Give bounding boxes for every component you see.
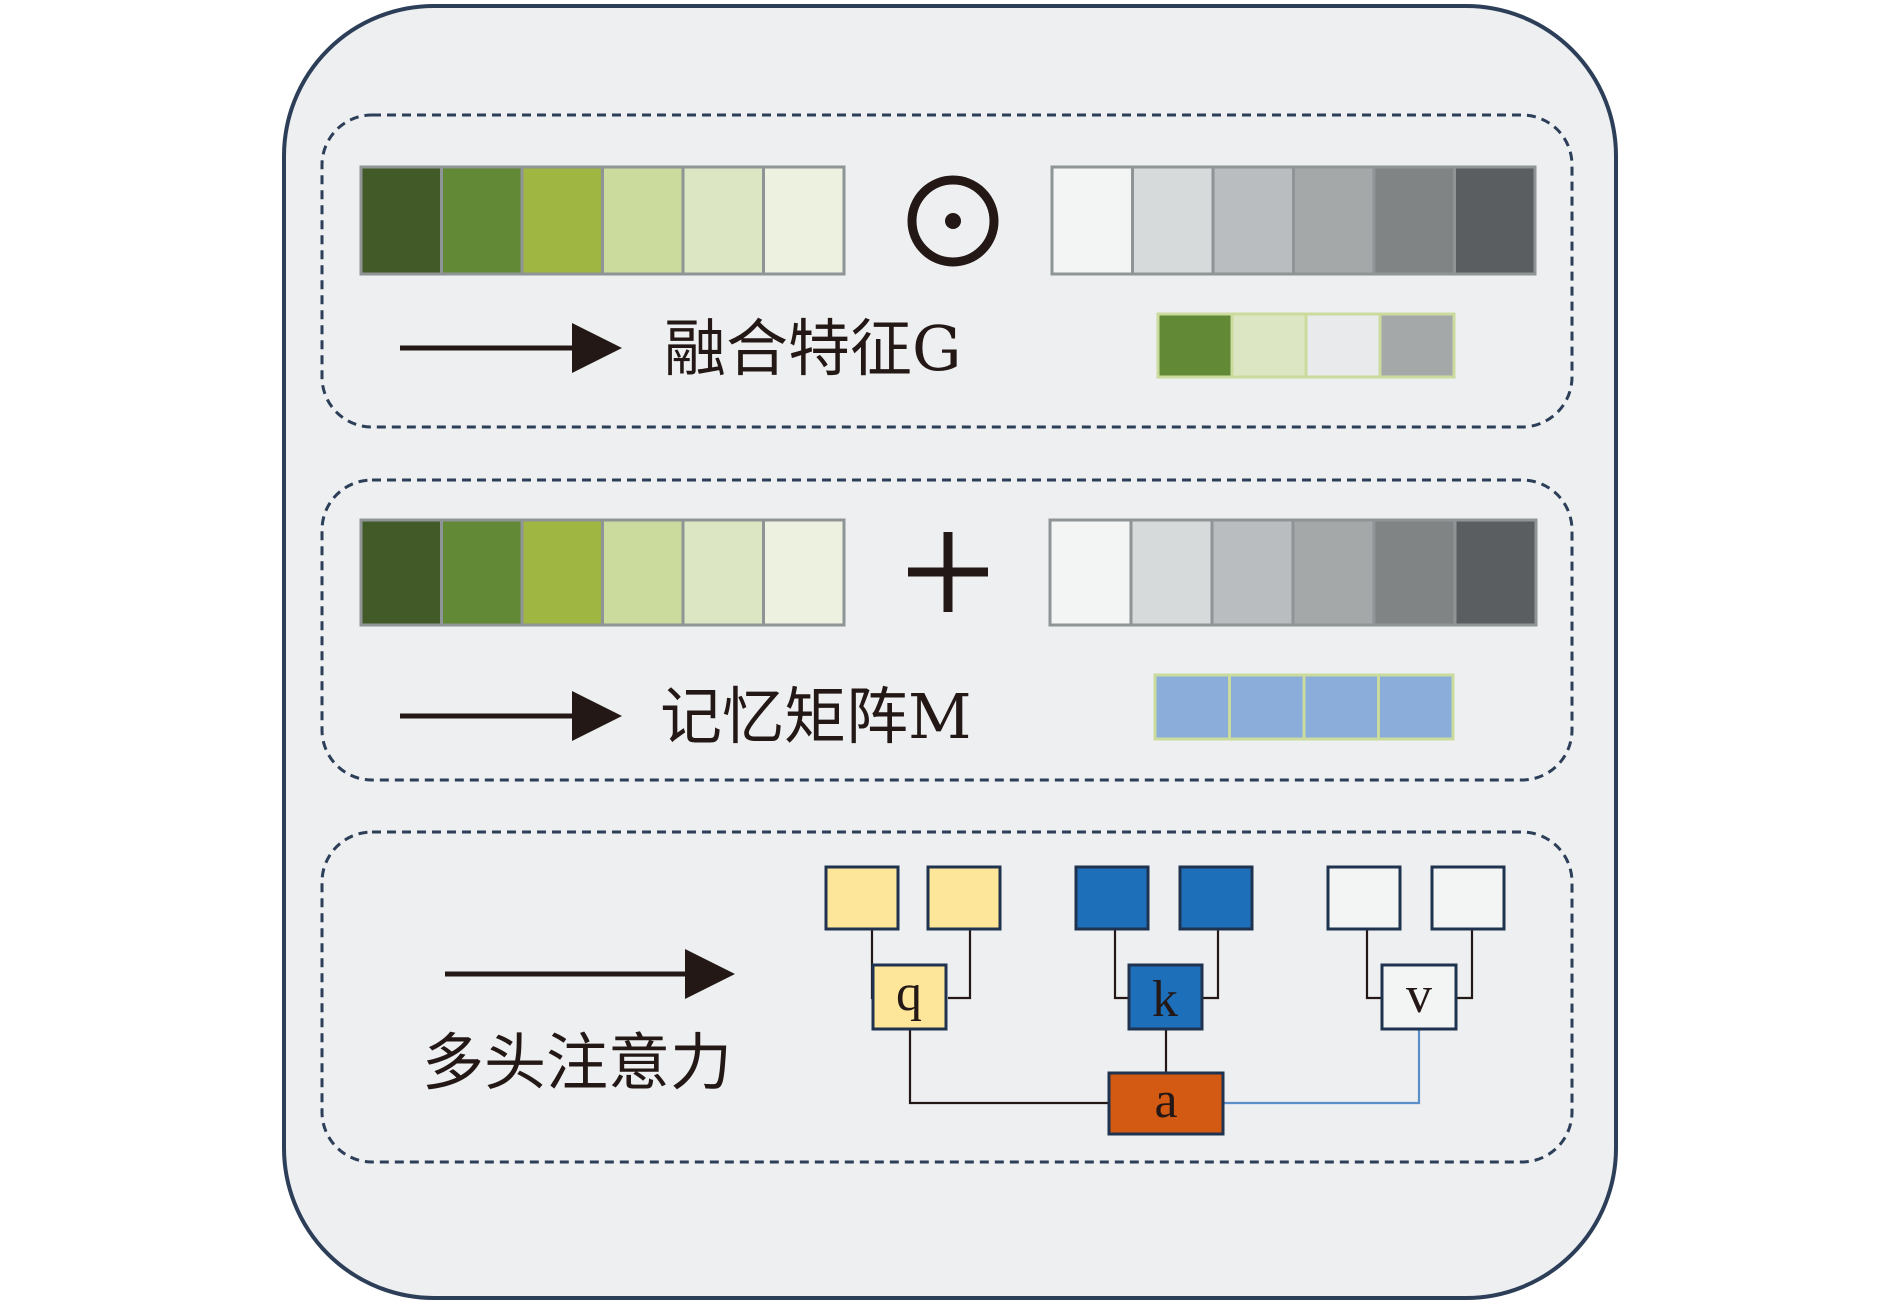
green-vector-1	[359, 165, 846, 276]
multi-head-attention-label: 多头注意力	[422, 1026, 732, 1099]
green-vector-1-cell-3	[520, 165, 604, 276]
gray-vector-2-cell-1	[1048, 518, 1133, 627]
memory-m-cell-1	[1153, 673, 1231, 741]
gray-vector-1-cell-1	[1050, 165, 1134, 276]
fused-g-cell-4	[1378, 312, 1456, 379]
gray-vector-2-cell-2	[1129, 518, 1214, 627]
gray-vector-1-cell-2	[1131, 165, 1215, 276]
value-head-box-1	[1326, 865, 1402, 931]
green-vector-1-cell-2	[440, 165, 524, 276]
green-vector-2-cell-1	[359, 518, 443, 627]
panel-multi-head-attention	[320, 830, 1574, 1164]
gray-vector-1	[1050, 165, 1537, 276]
green-vector-2-cell-5	[681, 518, 765, 627]
memory-m-cell-4	[1377, 673, 1455, 741]
gray-vector-1-cell-3	[1211, 165, 1295, 276]
gray-vector-1-cell-4	[1292, 165, 1376, 276]
green-vector-1-cell-6	[762, 165, 846, 276]
gray-vector-1-cell-6	[1453, 165, 1537, 276]
memory-matrix-vector	[1153, 673, 1455, 741]
memory-matrix-label: 记忆矩阵M	[660, 680, 971, 753]
green-vector-1-cell-5	[681, 165, 765, 276]
key-head-box-1	[1074, 865, 1150, 931]
fused-g-cell-3	[1304, 312, 1382, 379]
a-box	[1107, 1071, 1225, 1136]
k-label: k	[1152, 971, 1178, 1028]
value-head-box-2	[1430, 865, 1506, 931]
a-label: a	[1154, 1072, 1177, 1129]
gray-vector-2-cell-3	[1210, 518, 1295, 627]
green-vector-2	[359, 518, 846, 627]
gray-vector-2	[1048, 518, 1538, 627]
memory-m-cell-2	[1228, 673, 1306, 741]
green-vector-2-cell-2	[440, 518, 524, 627]
gray-vector-1-cell-5	[1372, 165, 1456, 276]
gray-vector-2-cell-6	[1453, 518, 1538, 627]
fused-feature-label: 融合特征G	[664, 312, 962, 385]
plus-icon	[908, 532, 988, 612]
v-box	[1380, 963, 1458, 1031]
query-head-box-1	[824, 865, 900, 931]
gray-vector-2-cell-4	[1291, 518, 1376, 627]
green-vector-2-cell-4	[601, 518, 685, 627]
fused-g-cell-1	[1156, 312, 1234, 379]
green-vector-1-cell-1	[359, 165, 443, 276]
q-label: q	[896, 965, 922, 1022]
key-head-box-2	[1178, 865, 1254, 931]
fused-feature-vector	[1156, 312, 1456, 379]
green-vector-1-cell-4	[601, 165, 685, 276]
q-box	[871, 963, 948, 1031]
memory-m-cell-3	[1302, 673, 1380, 741]
gray-vector-2-cell-5	[1372, 518, 1457, 627]
panel-fused-feature	[320, 113, 1574, 429]
hadamard-product-icon	[907, 175, 999, 267]
k-box	[1127, 963, 1204, 1031]
panel-memory-matrix	[320, 478, 1574, 782]
green-vector-2-cell-6	[762, 518, 846, 627]
green-vector-2-cell-3	[520, 518, 604, 627]
fused-g-cell-2	[1230, 312, 1308, 379]
v-label: v	[1406, 967, 1432, 1024]
query-head-box-2	[926, 865, 1002, 931]
